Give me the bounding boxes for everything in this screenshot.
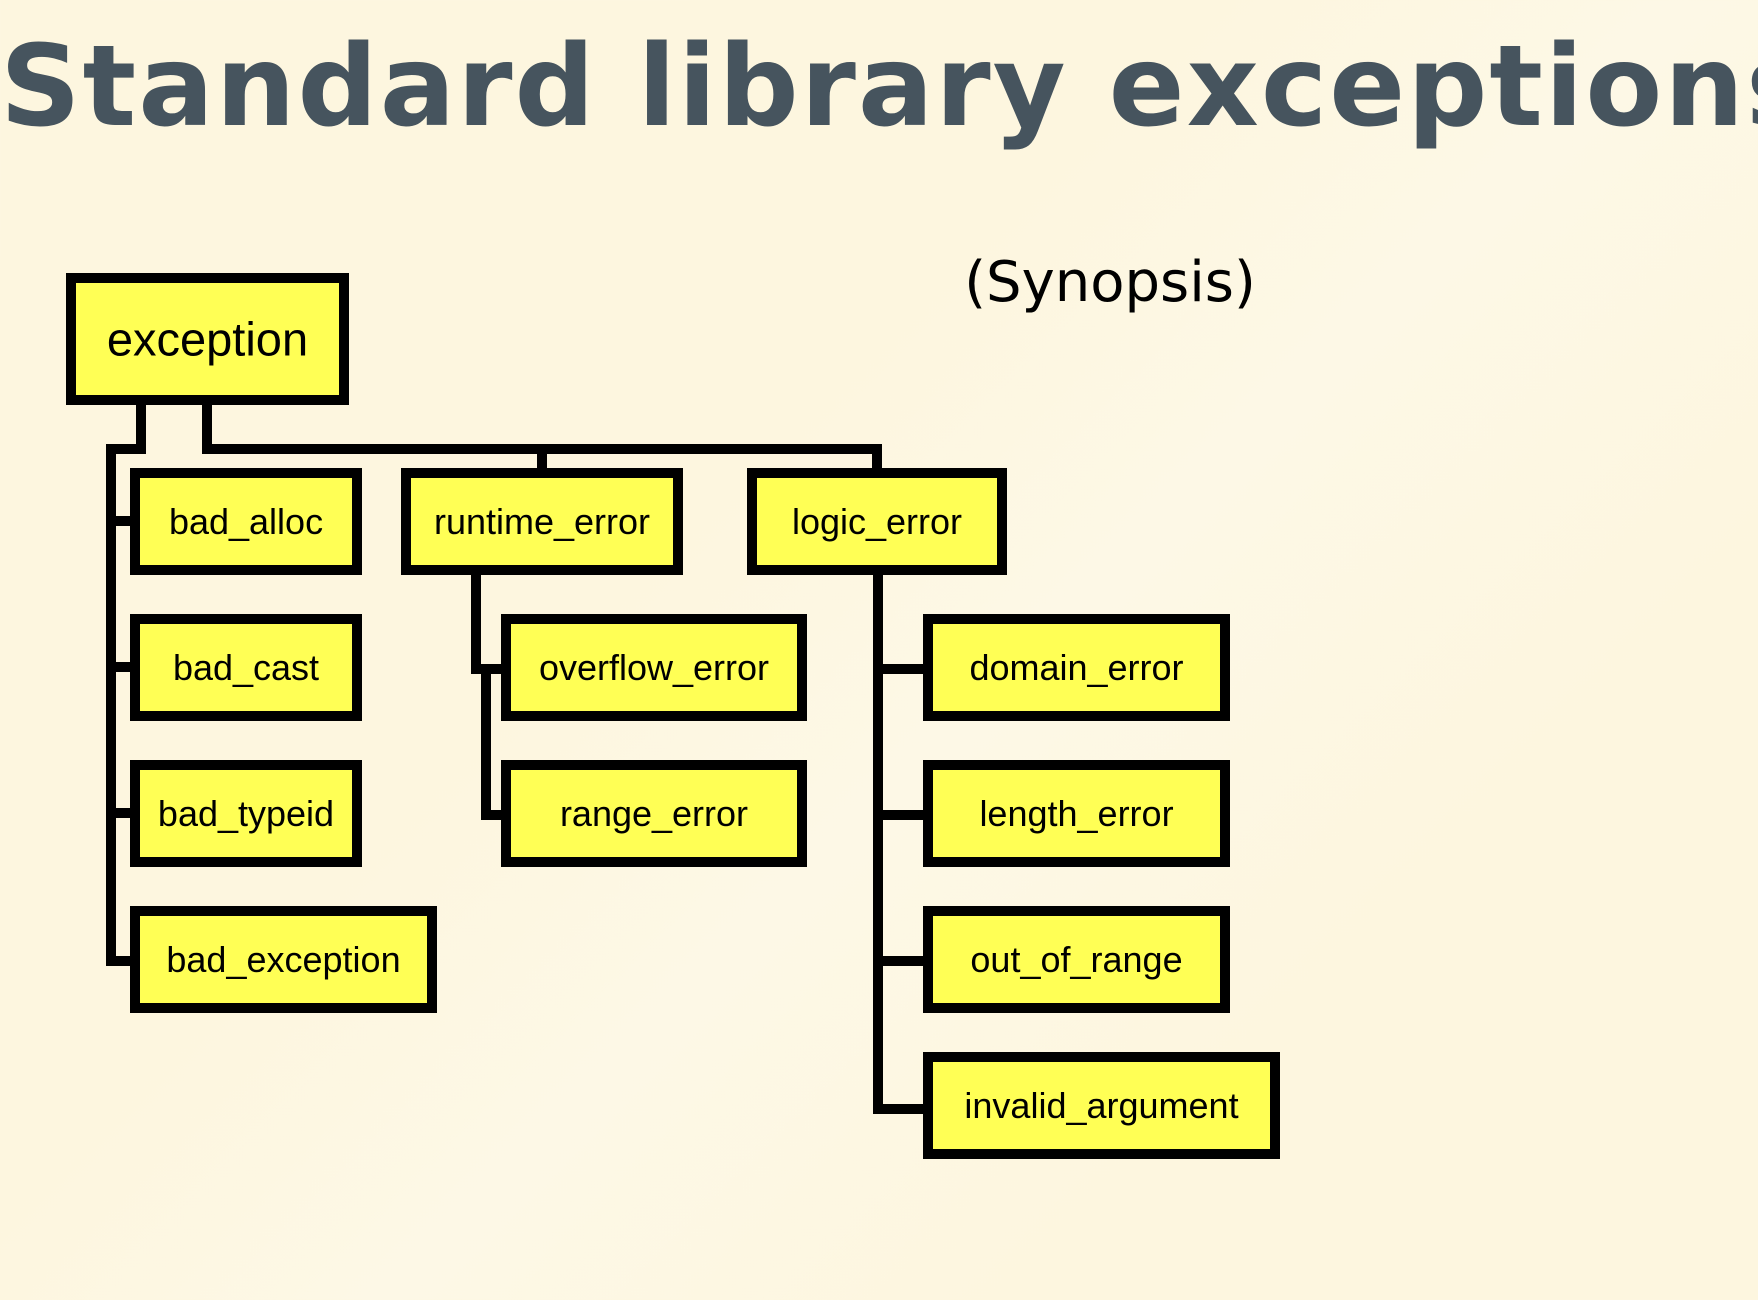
node-bad-exception: bad_exception <box>130 906 437 1013</box>
node-invalid-argument: invalid_argument <box>923 1052 1280 1159</box>
node-label: domain_error <box>969 647 1183 688</box>
node-label: invalid_argument <box>964 1085 1238 1126</box>
node-label: exception <box>107 313 308 366</box>
node-label: overflow_error <box>539 647 769 688</box>
node-label: logic_error <box>792 501 962 542</box>
node-domain-error: domain_error <box>923 614 1230 721</box>
node-label: bad_exception <box>166 939 400 980</box>
node-label: out_of_range <box>970 939 1182 980</box>
node-bad-alloc: bad_alloc <box>130 468 362 575</box>
node-label: range_error <box>560 793 748 834</box>
node-bad-typeid: bad_typeid <box>130 760 362 867</box>
connector-exception-bad-group <box>106 396 146 966</box>
node-label: bad_typeid <box>158 793 334 834</box>
node-length-error: length_error <box>923 760 1230 867</box>
slide-title: Standard library exceptions <box>0 22 1758 152</box>
connector-logic-children <box>873 567 933 1114</box>
node-range-error: range_error <box>501 760 807 867</box>
node-overflow-error: overflow_error <box>501 614 807 721</box>
node-exception: exception <box>66 273 349 405</box>
node-runtime-error: runtime_error <box>401 468 683 575</box>
node-logic-error: logic_error <box>747 468 1007 575</box>
slide-subtitle: (Synopsis) <box>964 250 1256 315</box>
node-label: runtime_error <box>434 501 650 542</box>
node-out-of-range: out_of_range <box>923 906 1230 1013</box>
node-label: bad_cast <box>173 647 319 688</box>
node-label: bad_alloc <box>169 501 323 542</box>
node-bad-cast: bad_cast <box>130 614 362 721</box>
node-label: length_error <box>979 793 1173 834</box>
